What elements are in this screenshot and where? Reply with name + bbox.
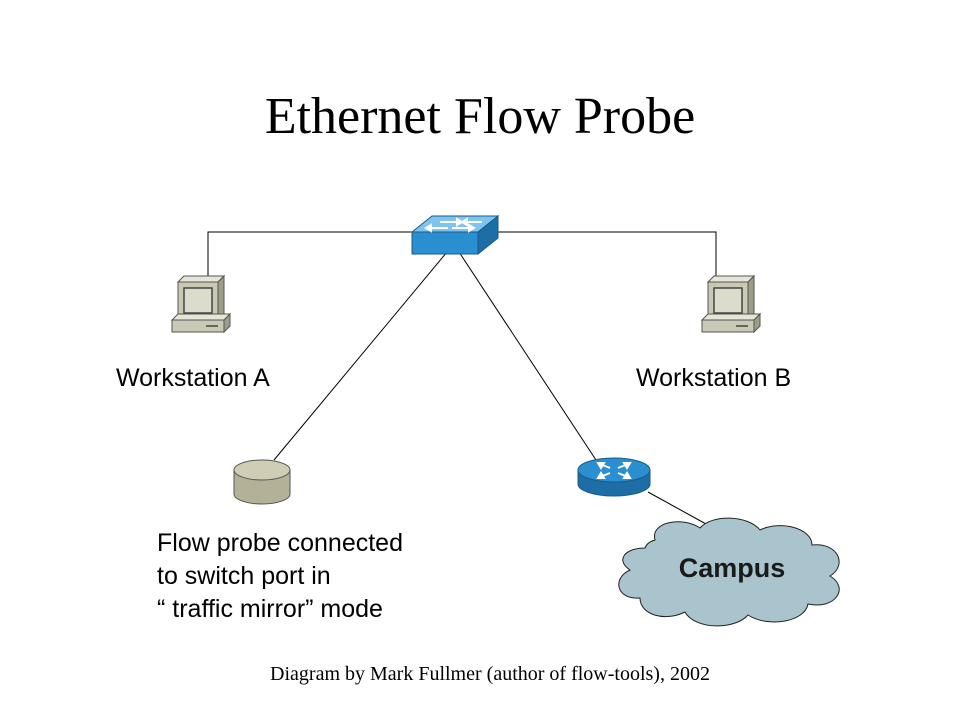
- flow-probe-note: Flow probe connected to switch port in “…: [157, 527, 403, 626]
- page-title: Ethernet Flow Probe: [264, 88, 696, 145]
- workstation-b-icon: [700, 274, 762, 334]
- flow-probe-note-line: to switch port in: [157, 562, 331, 590]
- diagram-credit: Diagram by Mark Fullmer (author of flow-…: [270, 663, 710, 685]
- workstation-b-label: Workstation B: [636, 364, 792, 392]
- switch-icon: [410, 214, 500, 256]
- campus-label: Campus: [678, 553, 786, 583]
- link-switch-workstation-b: [498, 231, 717, 278]
- link-switch-probe: [273, 251, 448, 461]
- campus-cloud: [618, 517, 840, 627]
- flow-probe-note-line: Flow probe connected: [157, 529, 403, 557]
- flow-probe-icon: [233, 459, 291, 505]
- connections: [207, 231, 717, 525]
- link-router-campus: [647, 491, 707, 525]
- workstation-a-label: Workstation A: [116, 364, 270, 392]
- router-icon: [577, 457, 651, 497]
- link-switch-workstation-a: [207, 231, 412, 278]
- flow-probe-note-line: “ traffic mirror” mode: [157, 595, 383, 623]
- workstation-a-icon: [170, 274, 232, 334]
- link-switch-router: [458, 251, 597, 461]
